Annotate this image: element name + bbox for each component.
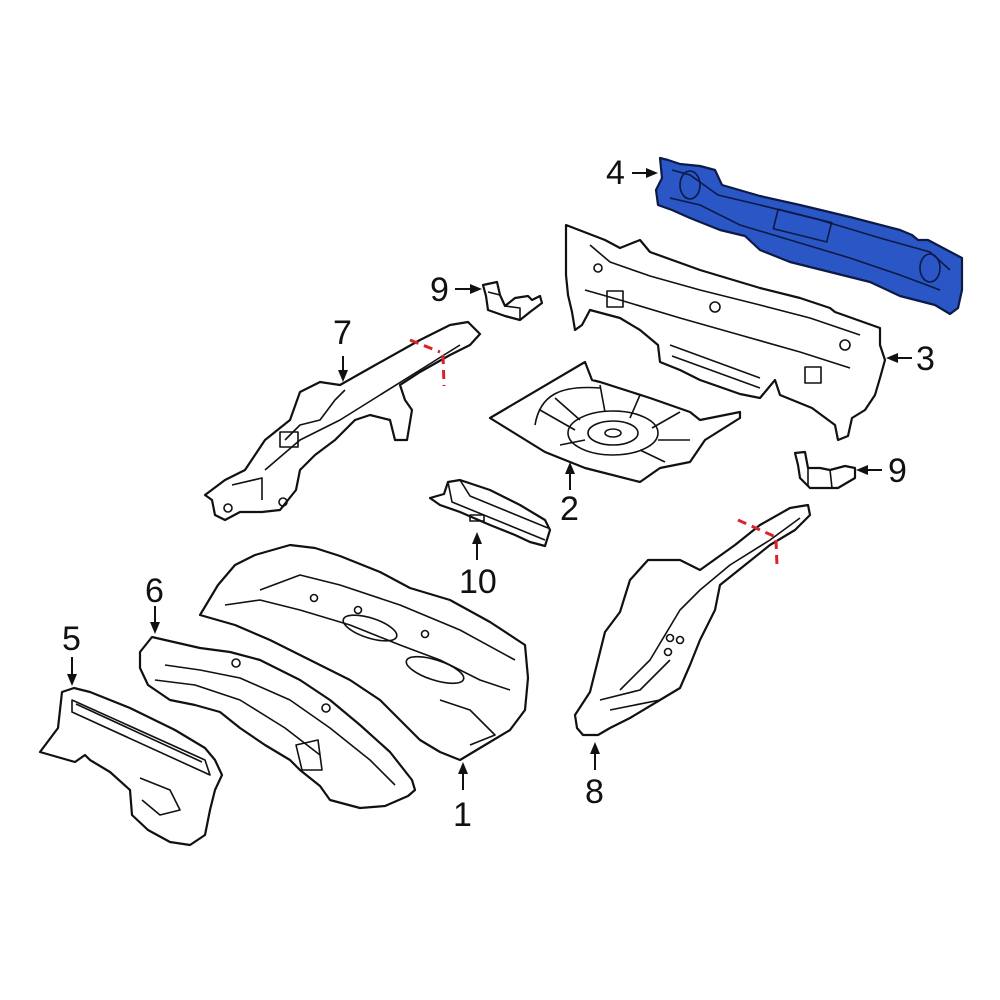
callout-7[interactable]: 7 [333,314,352,352]
part-9-upper-bracket[interactable] [481,280,544,322]
callout-4[interactable]: 4 [606,154,625,192]
callout-5[interactable]: 5 [62,620,81,658]
callout-2[interactable]: 2 [560,490,579,528]
part-2-spare-well[interactable] [488,360,742,484]
part-7-rear-rail-left[interactable] [203,320,482,522]
callout-3[interactable]: 3 [916,340,935,378]
cut-line-right [737,518,779,567]
part-1-floor-pan[interactable] [198,543,530,762]
leader-arrows [67,168,912,790]
callout-6[interactable]: 6 [145,572,164,610]
callout-10[interactable]: 10 [459,563,497,601]
part-10-crossmember[interactable] [428,478,552,548]
part-5-rocker-reinforcement[interactable] [38,686,224,847]
cut-line-left [409,338,446,387]
part-9-lower-bracket[interactable] [793,450,857,490]
part-3-rear-panel[interactable] [564,223,887,442]
callout-8[interactable]: 8 [585,773,604,811]
callout-1[interactable]: 1 [453,796,472,834]
callout-9-lower[interactable]: 9 [888,452,907,490]
part-4-reinforcement[interactable] [654,156,964,316]
part-6-floor-side-rail[interactable] [138,635,417,810]
callout-9-upper[interactable]: 9 [430,271,449,309]
part-8-rear-rail-right[interactable] [573,503,812,737]
